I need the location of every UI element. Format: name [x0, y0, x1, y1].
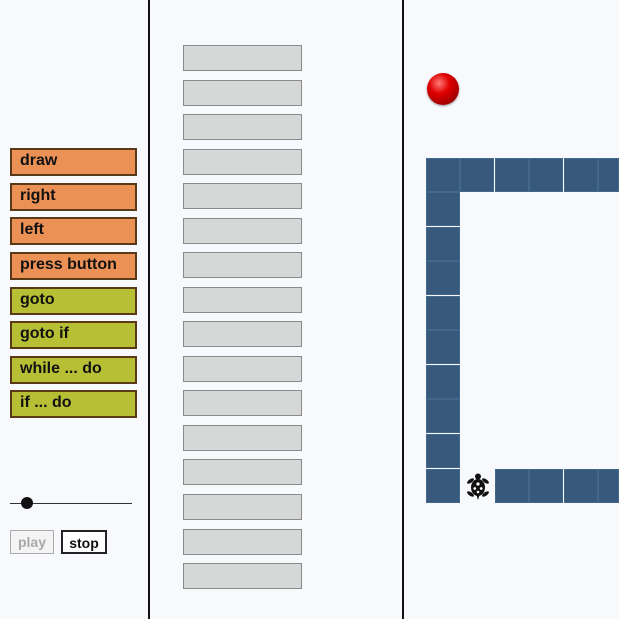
program-slot[interactable]: [183, 494, 302, 520]
program-slot[interactable]: [183, 356, 302, 382]
wall-tile: [426, 192, 460, 226]
program-slot[interactable]: [183, 114, 302, 140]
cmd-draw[interactable]: draw: [10, 148, 137, 176]
cmd-goto-if[interactable]: goto if: [10, 321, 137, 349]
program-slot[interactable]: [183, 183, 302, 209]
speed-slider-track[interactable]: [10, 503, 132, 504]
wall-tile: [529, 469, 563, 503]
cmd-while-do[interactable]: while ... do: [10, 356, 137, 384]
program-slot[interactable]: [183, 252, 302, 278]
wall-tile: [426, 261, 460, 295]
red-ball-icon: [427, 73, 459, 105]
speed-slider-thumb[interactable]: [21, 497, 33, 509]
cmd-goto[interactable]: goto: [10, 287, 137, 315]
program-slot[interactable]: [183, 80, 302, 106]
wall-tile: [426, 469, 460, 503]
wall-tile: [426, 330, 460, 364]
program-slot[interactable]: [183, 459, 302, 485]
wall-tile: [426, 158, 460, 192]
wall-tile: [598, 158, 619, 192]
program-slot[interactable]: [183, 45, 302, 71]
wall-tile: [426, 296, 460, 330]
cmd-press-button[interactable]: press button: [10, 252, 137, 280]
wall-tile: [426, 365, 460, 399]
wall-tile: [460, 158, 494, 192]
turtle-icon: [467, 473, 489, 500]
program-slot[interactable]: [183, 425, 302, 451]
play-button[interactable]: play: [10, 530, 54, 554]
cmd-if-do[interactable]: if ... do: [10, 390, 137, 418]
wall-tile: [426, 434, 460, 468]
wall-tile: [564, 158, 598, 192]
program-slot[interactable]: [183, 287, 302, 313]
wall-tile: [426, 227, 460, 261]
wall-tile: [564, 469, 598, 503]
program-slot[interactable]: [183, 218, 302, 244]
cmd-left[interactable]: left: [10, 217, 137, 245]
wall-tile: [495, 158, 529, 192]
program-slot[interactable]: [183, 321, 302, 347]
wall-tile: [598, 469, 619, 503]
program-slot[interactable]: [183, 149, 302, 175]
wall-tile: [495, 469, 529, 503]
stop-button[interactable]: stop: [61, 530, 107, 554]
left-divider: [148, 0, 150, 619]
wall-tile: [529, 158, 563, 192]
program-slot[interactable]: [183, 563, 302, 589]
program-slot[interactable]: [183, 529, 302, 555]
right-divider: [402, 0, 404, 619]
cmd-right[interactable]: right: [10, 183, 137, 211]
program-slot[interactable]: [183, 390, 302, 416]
wall-tile: [426, 399, 460, 433]
